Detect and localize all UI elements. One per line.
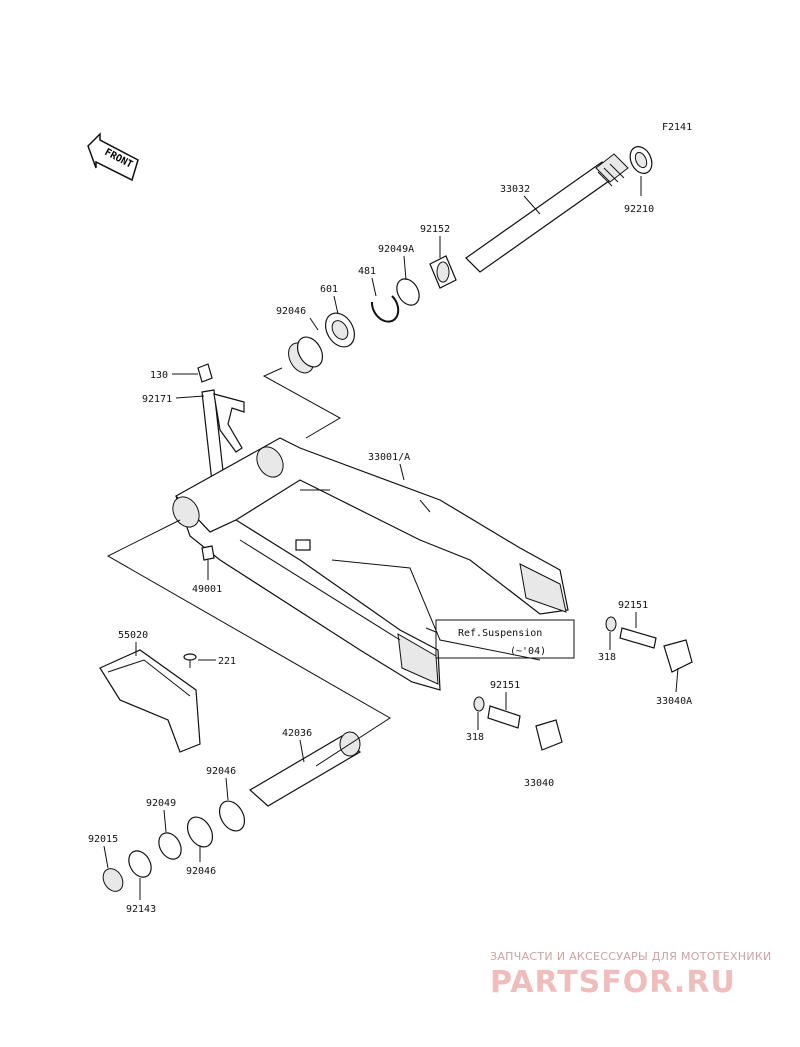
collar-92143 — [128, 850, 152, 878]
part-number-p92015: 92015 — [88, 834, 118, 845]
screw-221 — [183, 653, 197, 668]
part-number-p92210: 92210 — [624, 204, 654, 215]
part-label-p92151a: 92151 — [618, 600, 648, 628]
part-label-p221: 221 — [198, 656, 236, 667]
part-label-p92015: 92015 — [88, 834, 118, 869]
pivot-boss — [172, 496, 200, 528]
part-number-p130: 130 — [150, 370, 168, 381]
swingarm-body — [172, 437, 569, 691]
part-number-p33032: 33032 — [500, 184, 530, 195]
part-number-p42036: 42036 — [282, 728, 312, 739]
pivot-shaft — [465, 153, 629, 273]
part-number-p481: 481 — [358, 266, 376, 277]
sleeve-42036 — [248, 731, 362, 807]
part-label-p33040: 33040 — [524, 778, 554, 789]
part-label-p92171: 92171 — [142, 394, 205, 405]
part-number-p33040: 33040 — [524, 778, 554, 789]
part-number-p55020: 55020 — [118, 630, 148, 641]
part-label-p92151b: 92151 — [490, 680, 520, 710]
circlip-481 — [370, 295, 400, 323]
part-label-p49001: 49001 — [192, 560, 222, 595]
part-number-p92151b: 92151 — [490, 680, 520, 691]
part-number-p318b: 318 — [466, 732, 484, 743]
cap-92015 — [102, 868, 124, 892]
part-number-p92046c: 92046 — [186, 866, 216, 877]
adjuster-lower — [473, 696, 563, 751]
grease-nipple-49001 — [201, 545, 215, 561]
part-label-p92046b: 92046 — [206, 766, 236, 801]
bearing-601 — [324, 312, 356, 348]
part-number-p92143: 92143 — [126, 904, 156, 915]
part-label-p55020: 55020 — [118, 630, 148, 656]
collar-92152 — [429, 255, 457, 289]
part-label-p42036: 42036 — [282, 728, 312, 763]
adjuster-upper — [605, 616, 693, 673]
part-label-p33040A: 33040A — [656, 667, 692, 707]
part-number-p92171: 92171 — [142, 394, 172, 405]
part-number-p92046a: 92046 — [276, 306, 306, 317]
part-number-p92049: 92049 — [146, 798, 176, 809]
part-label-p92049A: 92049A — [378, 244, 414, 281]
needle-bearing-lower — [186, 800, 246, 848]
part-number-p318a: 318 — [598, 652, 616, 663]
part-label-p33032: 33032 — [500, 184, 541, 215]
seal-92049A — [396, 278, 420, 306]
pivot-nut — [629, 146, 653, 174]
part-number-p33001A: 33001/A — [368, 452, 410, 463]
part-number-p92046b: 92046 — [206, 766, 236, 777]
part-number-p33040A: 33040A — [656, 696, 692, 707]
front-arrow-icon: FRONT — [87, 132, 139, 182]
part-number-p221: 221 — [218, 656, 236, 667]
part-label-p92152: 92152 — [420, 224, 450, 258]
part-label-p481: 481 — [358, 266, 377, 297]
part-label-p318b: 318 — [466, 712, 484, 743]
part-label-p92210: 92210 — [624, 176, 654, 215]
watermark-brand: PARTSFOR.RU — [490, 965, 736, 1000]
reference-box: Ref.Suspension (~'04) — [425, 619, 575, 659]
part-label-p92143: 92143 — [126, 878, 156, 915]
part-number-p49001: 49001 — [192, 584, 222, 595]
assembly-leaders — [106, 367, 541, 767]
watermark-tagline: ЗАПЧАСТИ И АКСЕССУАРЫ ДЛЯ МОТОТЕХНИКИ — [490, 950, 772, 963]
part-label-p601: 601 — [320, 284, 339, 315]
part-number-p92152: 92152 — [420, 224, 450, 235]
part-number-p92049A: 92049A — [378, 244, 414, 255]
part-label-p92049: 92049 — [146, 798, 176, 833]
figure-code: F2141 — [662, 122, 692, 133]
chain-guard-55020 — [99, 649, 201, 753]
reference-line2: (~'04) — [510, 646, 546, 657]
part-label-p318a: 318 — [598, 632, 616, 663]
needle-bearing-upper — [288, 336, 324, 374]
part-label-p33001A: 33001/A — [368, 452, 410, 481]
seal-92049 — [158, 832, 182, 860]
part-label-p92046c: 92046 — [186, 846, 216, 877]
part-label-p130: 130 — [150, 370, 198, 381]
bolt-130 — [197, 363, 213, 383]
part-number-p601: 601 — [320, 284, 338, 295]
part-label-p92046a: 92046 — [276, 306, 319, 331]
part-number-p92151a: 92151 — [618, 600, 648, 611]
reference-line1: Ref.Suspension — [458, 628, 542, 639]
